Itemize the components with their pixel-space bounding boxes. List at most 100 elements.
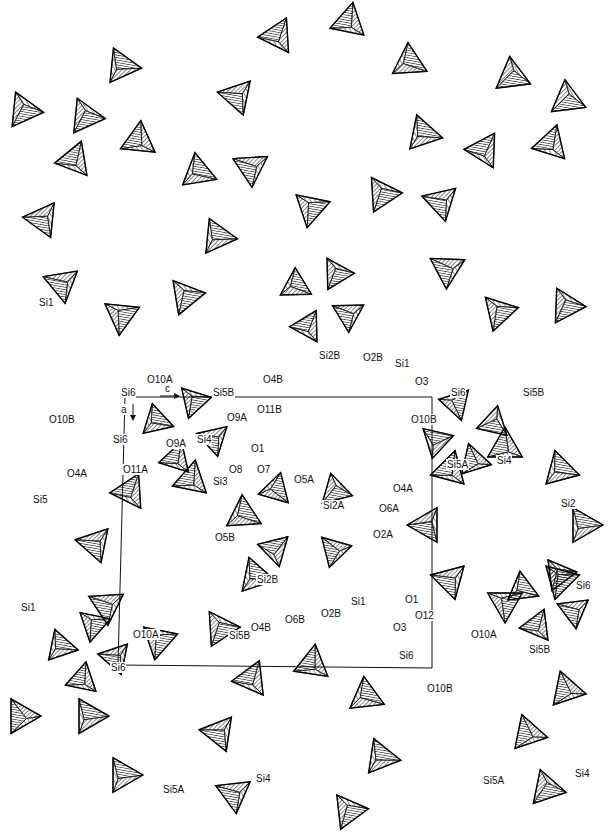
atom-label: Si2B	[256, 574, 279, 585]
unit-cell	[118, 397, 432, 668]
sio4-tetrahedron	[55, 141, 87, 175]
tetrahedron-outline	[333, 305, 364, 332]
atom-label: Si6	[575, 580, 591, 591]
tetrahedron-outline	[322, 537, 352, 567]
sio4-tetrahedron	[371, 178, 402, 213]
tetrahedron-outline	[209, 612, 240, 647]
sio4-tetrahedron	[74, 98, 106, 132]
tetrahedron-outline	[515, 715, 548, 749]
sio4-tetrahedron	[258, 537, 288, 567]
tetrahedron-outline	[423, 429, 453, 459]
atom-label: Si5	[32, 494, 48, 505]
atom-label: O4B	[250, 622, 272, 633]
sio4-tetrahedron	[65, 662, 96, 692]
sio4-tetrahedron	[216, 782, 250, 814]
sio4-tetrahedron	[485, 297, 518, 331]
tetrahedron-outline	[12, 92, 44, 126]
atom-label: O11B	[256, 404, 283, 415]
tetrahedron-outline	[65, 662, 96, 692]
tetrahedron-face	[12, 104, 44, 126]
atom-label: O2B	[362, 352, 384, 363]
tetrahedron-outline	[557, 600, 588, 629]
atom-label: O9A	[165, 438, 187, 449]
sio4-tetrahedron	[173, 281, 205, 315]
tetrahedron-outline	[496, 56, 530, 88]
atom-label: O10B	[410, 414, 438, 425]
sio4-tetrahedron	[206, 219, 238, 253]
atom-label: Si6	[120, 387, 136, 398]
sio4-tetrahedron	[476, 406, 506, 436]
sio4-tetrahedron	[98, 644, 128, 675]
tetrahedron-outline	[430, 258, 465, 289]
sio4-tetrahedron	[548, 560, 577, 591]
tetrahedron-outline	[337, 795, 369, 829]
tetrahedron-outline	[196, 427, 226, 457]
sio4-tetrahedron	[515, 715, 548, 749]
tetrahedron-outline	[227, 495, 262, 526]
tetrahedron-outline	[258, 473, 288, 503]
tetrahedron-outline	[105, 304, 139, 336]
atom-label: Si1	[38, 297, 54, 308]
sio4-tetrahedron	[496, 56, 530, 88]
atom-label: Si5B	[528, 644, 551, 655]
sio4-tetrahedron	[143, 404, 173, 434]
atom-label: O10B	[426, 683, 454, 694]
sio4-tetrahedron	[258, 18, 289, 53]
sio4-tetrahedron	[350, 676, 384, 708]
sio4-tetrahedron	[519, 609, 548, 640]
atom-label: Si5A	[446, 459, 469, 470]
atom-label: Si5A	[162, 784, 185, 795]
tetrahedron-outline	[350, 676, 384, 708]
tetrahedron-outline	[431, 566, 464, 599]
tetrahedron-outline	[258, 537, 288, 567]
atom-label: Si4	[196, 434, 212, 445]
tetrahedron-outline	[182, 388, 212, 418]
tetrahedron-outline	[233, 156, 268, 187]
atom-label: O8	[228, 464, 243, 475]
sio4-tetrahedron	[557, 600, 588, 629]
sio4-tetrahedron	[508, 571, 539, 600]
tetrahedron-outline	[217, 81, 250, 115]
tetrahedron-outline	[464, 133, 495, 168]
tetrahedron-outline	[110, 474, 141, 509]
sio4-tetrahedron	[183, 153, 217, 185]
atom-label: Si1	[350, 596, 366, 607]
sio4-tetrahedron	[431, 566, 464, 599]
atom-label: Si5A	[482, 775, 505, 786]
atom-label: O4B	[262, 374, 284, 385]
axis-arrowhead	[130, 415, 136, 421]
sio4-tetrahedron	[410, 115, 443, 149]
tetrahedron-outline	[121, 121, 155, 153]
tetrahedron-outline	[422, 188, 456, 221]
sio4-tetrahedron	[290, 311, 317, 342]
sio4-tetrahedron	[227, 495, 262, 526]
atom-label: Si1	[394, 358, 410, 369]
sio4-tetrahedron	[294, 644, 328, 676]
atom-label: Si2	[560, 498, 576, 509]
sio4-tetrahedron	[333, 305, 364, 332]
sio4-tetrahedron	[110, 48, 142, 82]
tetrahedron-outline	[476, 406, 506, 436]
sio4-tetrahedron	[121, 121, 155, 153]
atom-label: O3	[392, 622, 407, 633]
atom-label: O10A	[132, 629, 160, 640]
tetrahedron-outline	[216, 782, 250, 814]
tetrahedron-outline	[173, 281, 205, 315]
atom-label: Si4	[496, 455, 512, 466]
tetrahedron-outline	[49, 629, 79, 660]
sio4-tetrahedron	[555, 288, 586, 323]
atom-label: O7	[256, 464, 271, 475]
sio4-tetrahedron	[113, 758, 143, 793]
atom-label: O3	[414, 376, 429, 387]
sio4-tetrahedron	[337, 795, 369, 829]
sio4-tetrahedron	[110, 474, 141, 509]
tetrahedron-face	[74, 111, 106, 133]
atom-label: Si5B	[228, 630, 251, 641]
sio4-tetrahedron	[532, 125, 565, 159]
atom-label: Si5B	[522, 387, 545, 398]
sio4-tetrahedron	[423, 429, 453, 459]
sio4-tetrahedron	[327, 258, 354, 289]
sio4-tetrahedron	[182, 388, 212, 418]
